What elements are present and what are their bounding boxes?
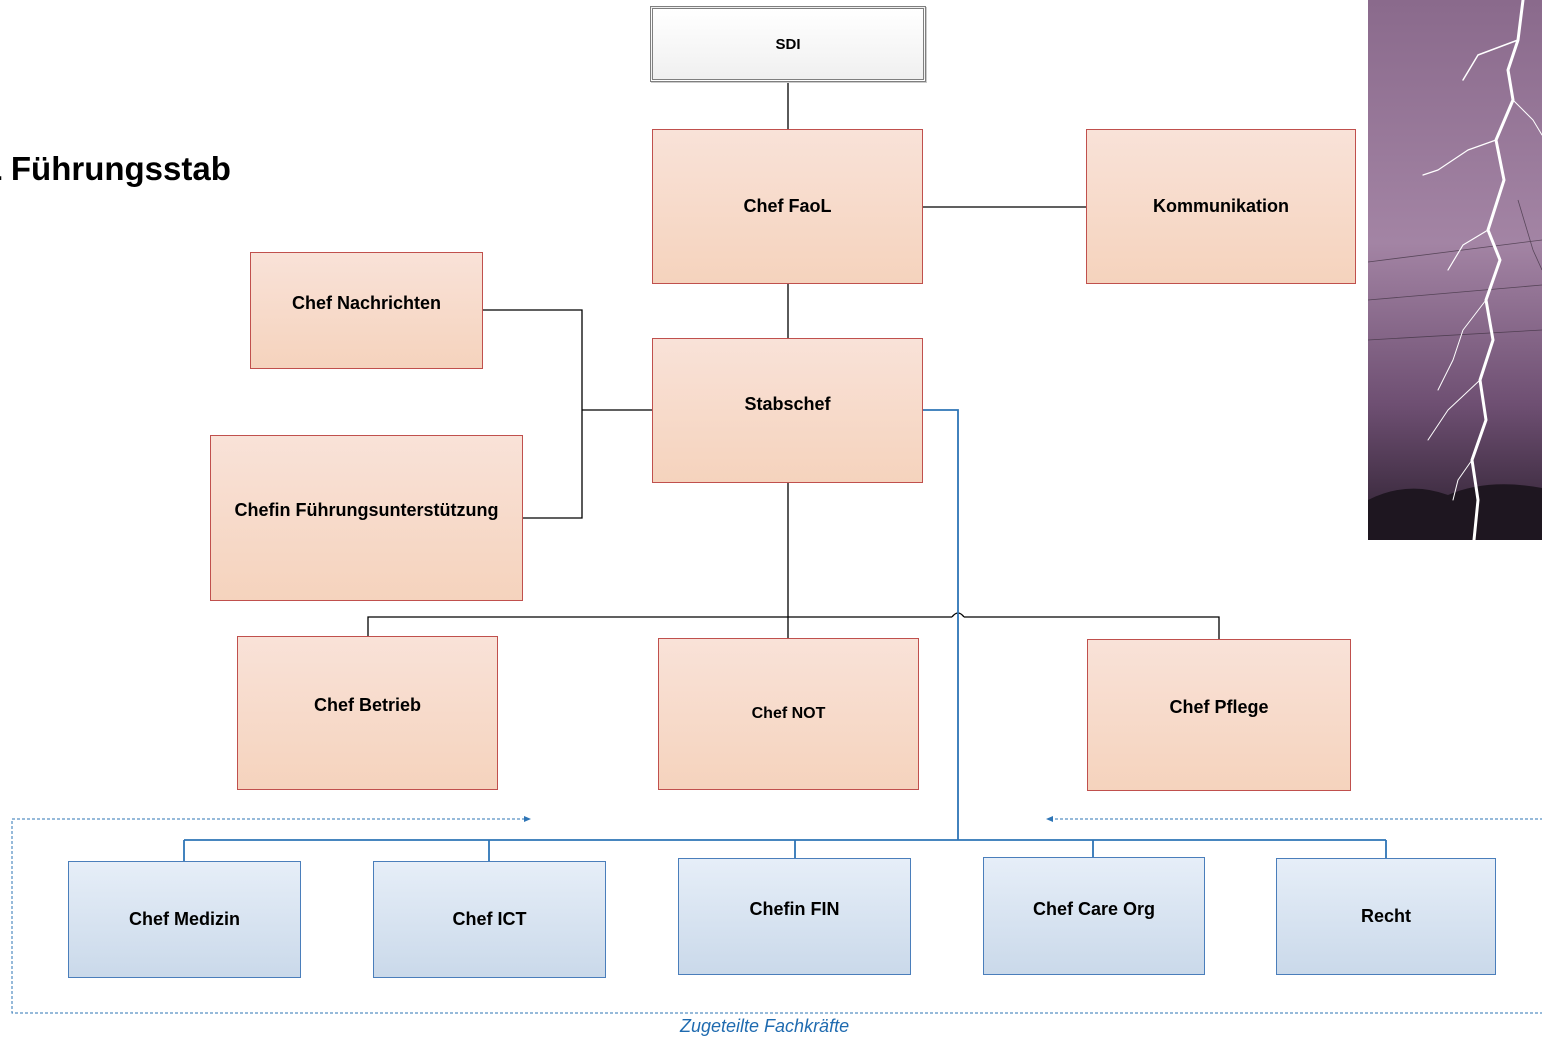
node-kommunikation: Kommunikation [1086, 129, 1356, 284]
node-chef-ict: Chef ICT [373, 861, 606, 978]
node-chef-medizin: Chef Medizin [68, 861, 301, 978]
node-chef-not: Chef NOT [658, 638, 919, 790]
caption-zugeteilte-fachkraefte: Zugeteilte Fachkräfte [680, 1016, 850, 1036]
node-chefin-fuehrungsunterstuetzung: Chefin Führungsunterstützung [210, 435, 523, 601]
node-chef-care-org: Chef Care Org [983, 857, 1205, 975]
node-chefin-fin: Chefin FIN [678, 858, 911, 975]
node-chef-nachrichten: Chef Nachrichten [250, 252, 483, 369]
blue-connectors [183, 409, 1387, 862]
node-sdi: SDI [650, 6, 926, 82]
node-chef-pflege: Chef Pflege [1087, 639, 1351, 791]
node-chef-betrieb: Chef Betrieb [237, 636, 498, 790]
node-stabschef: Stabschef [652, 338, 923, 483]
arrow-left-icon [1046, 816, 1053, 822]
specialists-frame [11, 818, 1542, 1014]
node-chef-faol: Chef FaoL [652, 129, 923, 284]
node-recht: Recht [1276, 858, 1496, 975]
black-connectors [367, 80, 1220, 640]
lightning-photo [1368, 0, 1542, 540]
page-title: oL Führungsstab [0, 150, 231, 187]
arrow-right-icon [524, 816, 531, 822]
